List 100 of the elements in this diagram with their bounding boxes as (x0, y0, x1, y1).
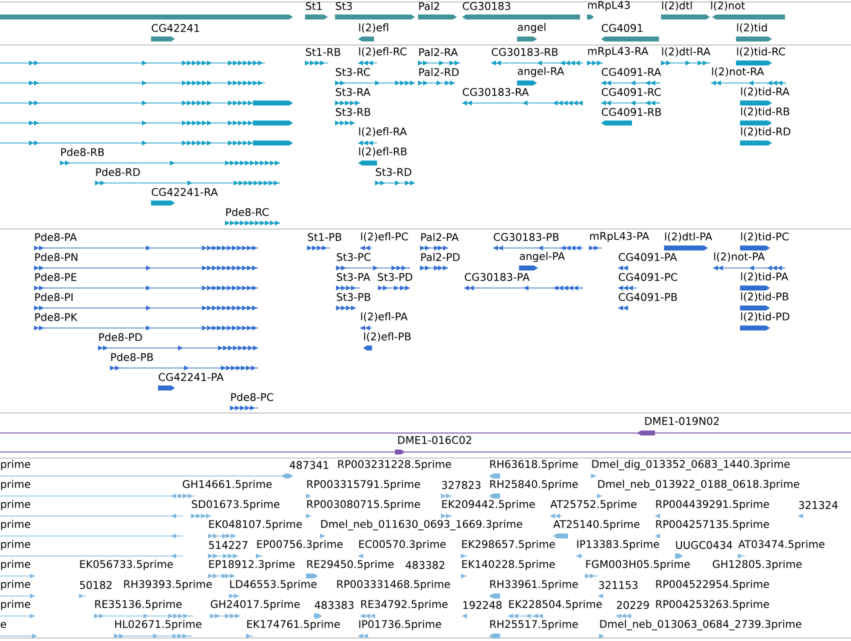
est-label: GH12805.3prime (712, 560, 802, 570)
est-label: 20229 (616, 601, 649, 609)
protein-label: angel-PA (520, 252, 565, 262)
est-label: EK140228.5prime (462, 560, 555, 570)
gene-label: CG4091 (602, 24, 642, 32)
protein-label: l(2)tid-PD (741, 312, 790, 322)
est-label: GH24017.5prime (210, 600, 300, 610)
gene-label: St1 (306, 2, 322, 10)
protein-label: CG4091-PA (618, 253, 677, 261)
est-label: RH33961.5prime (490, 580, 578, 590)
transcript-label: St3-RA (336, 88, 370, 96)
transcript-label: Pde8-RD (96, 168, 140, 176)
transcript-label: l(2)tid-RC (737, 47, 786, 57)
est-label: RP003315791.5prime (307, 480, 420, 490)
gene-label: l(2)efl (359, 23, 388, 33)
est-label: HL02671.5prime (115, 620, 202, 630)
protein-label: CG4091-PB (618, 293, 677, 301)
est-label: RH63618.5prime (490, 460, 578, 470)
est-label: 483383 (314, 601, 354, 609)
protein-label: Pde8-PD (99, 332, 142, 342)
est-label: 483382 (406, 561, 444, 569)
est-label: prime (1, 500, 30, 510)
est-label: EK209442.5prime (442, 500, 535, 510)
est-label: RE29450.5prime (307, 560, 394, 570)
protein-label: St1-PB (308, 233, 342, 241)
gene-label: l(2)tid (737, 23, 767, 33)
est-label: AT03474.5prime (738, 540, 824, 550)
transcript-label: l(2)not-RA (712, 67, 764, 77)
protein-label: l(2)tid-PC (741, 232, 789, 242)
est-label: prime (1, 460, 30, 470)
est-label: FGM003H05.5prime (586, 560, 690, 570)
est-label: GH14661.5prime (182, 480, 272, 490)
protein-label: Pal2-PA (421, 232, 459, 242)
est-label: SD01673.5prime (192, 500, 280, 510)
transcript-label: Pal2-RD (419, 68, 459, 76)
est-label: EK298657.5prime (462, 540, 555, 550)
protein-label: CG4091-PC (618, 273, 678, 281)
gene-label: CG30183 (462, 2, 510, 10)
est-label: Dmel_dig_013352_0683_1440.3prime (592, 460, 790, 470)
protein-label: St3-PA (336, 273, 370, 281)
protein-label: mRpL43-PA (590, 232, 650, 242)
transcript-label: CG4091-RC (602, 88, 661, 96)
protein-label: Pde8-PK (35, 312, 78, 322)
transcript-label: l(2)tid-RB (741, 107, 790, 117)
transcript-label: Pde8-RC (226, 208, 269, 216)
est-label: EK048107.5prime (209, 520, 302, 530)
est-label: RP004257135.5prime (656, 520, 769, 530)
gene-label: St3 (336, 2, 352, 10)
est-label: RE35136.5prime (95, 600, 182, 610)
est-label: 514227 (209, 541, 248, 549)
transcript-label: l(2)efl-RA (359, 127, 407, 137)
est-label: RH25840.5prime (490, 480, 578, 490)
protein-label: l(2)efl-PC (361, 232, 408, 242)
est-label: 192248 (463, 601, 502, 609)
est-label: 327823 (442, 481, 480, 489)
transcript-label: Pal2-RA (419, 48, 458, 56)
est-label: RE34792.5prime (361, 600, 448, 610)
transcript-label: CG30183-RA (462, 88, 529, 96)
protein-label: Pde8-PC (231, 392, 274, 402)
gene-label: mRpL43 (588, 1, 630, 11)
transcript-label: mRpL43-RA (588, 47, 648, 57)
est-label: prime (1, 480, 30, 490)
est-label: Dmel_neb_013063_0684_2739.3prime (600, 620, 802, 630)
est-label: EK056733.5prime (80, 560, 173, 570)
est-label: 321153 (599, 581, 638, 589)
clone-label: DME1-019N02 (645, 417, 719, 425)
transcript-label: St1-RB (306, 48, 340, 56)
transcript-label: l(2)tid-RD (741, 127, 790, 137)
transcript-label: l(2)dtl-RA (662, 47, 710, 57)
gene-label: CG42241 (152, 24, 200, 32)
protein-label: St3-PC (336, 253, 371, 261)
est-label: 50182 (80, 581, 112, 589)
transcript-label: Pde8-RB (61, 148, 104, 156)
gene-label: l(2)not (711, 1, 745, 11)
est-label: RH25517.5prime (490, 620, 578, 630)
protein-label: Pde8-PN (35, 252, 78, 262)
est-label: 321324 (799, 501, 838, 509)
transcript-label: St3-RB (336, 108, 370, 116)
protein-label: l(2)efl-PA (361, 312, 408, 322)
est-label: EK228504.5prime (509, 600, 602, 610)
est-label: EK174761.5prime (247, 620, 340, 630)
est-label: EC00570.3prime (359, 540, 446, 550)
protein-label: l(2)efl-PB (364, 332, 411, 342)
est-label: IP01736.5prime (359, 620, 442, 630)
est-label: RP003080715.5prime (307, 500, 420, 510)
transcript-label: CG4091-RB (602, 108, 661, 116)
protein-label: St3-PD (378, 273, 412, 281)
protein-label: CG42241-PA (158, 373, 224, 381)
est-label: Dmel_neb_013922_0188_0618.3prime (598, 480, 800, 490)
est-label: EP18912.3prime (209, 560, 295, 570)
gene-label: Pal2 (419, 2, 440, 10)
transcript-label: St3-RD (376, 168, 412, 176)
transcript-label: CG4091-RA (602, 68, 662, 76)
est-label: IP13383.5prime (577, 540, 660, 550)
est-label: Dmel_neb_011630_0693_1669.3prime (321, 520, 522, 530)
protein-label: CG30183-PB (494, 233, 559, 241)
protein-label: St3-PB (336, 293, 370, 301)
transcript-label: l(2)efl-RB (359, 147, 407, 157)
protein-label: Pde8-PB (111, 352, 153, 362)
protein-label: l(2)tid-PA (741, 272, 788, 282)
